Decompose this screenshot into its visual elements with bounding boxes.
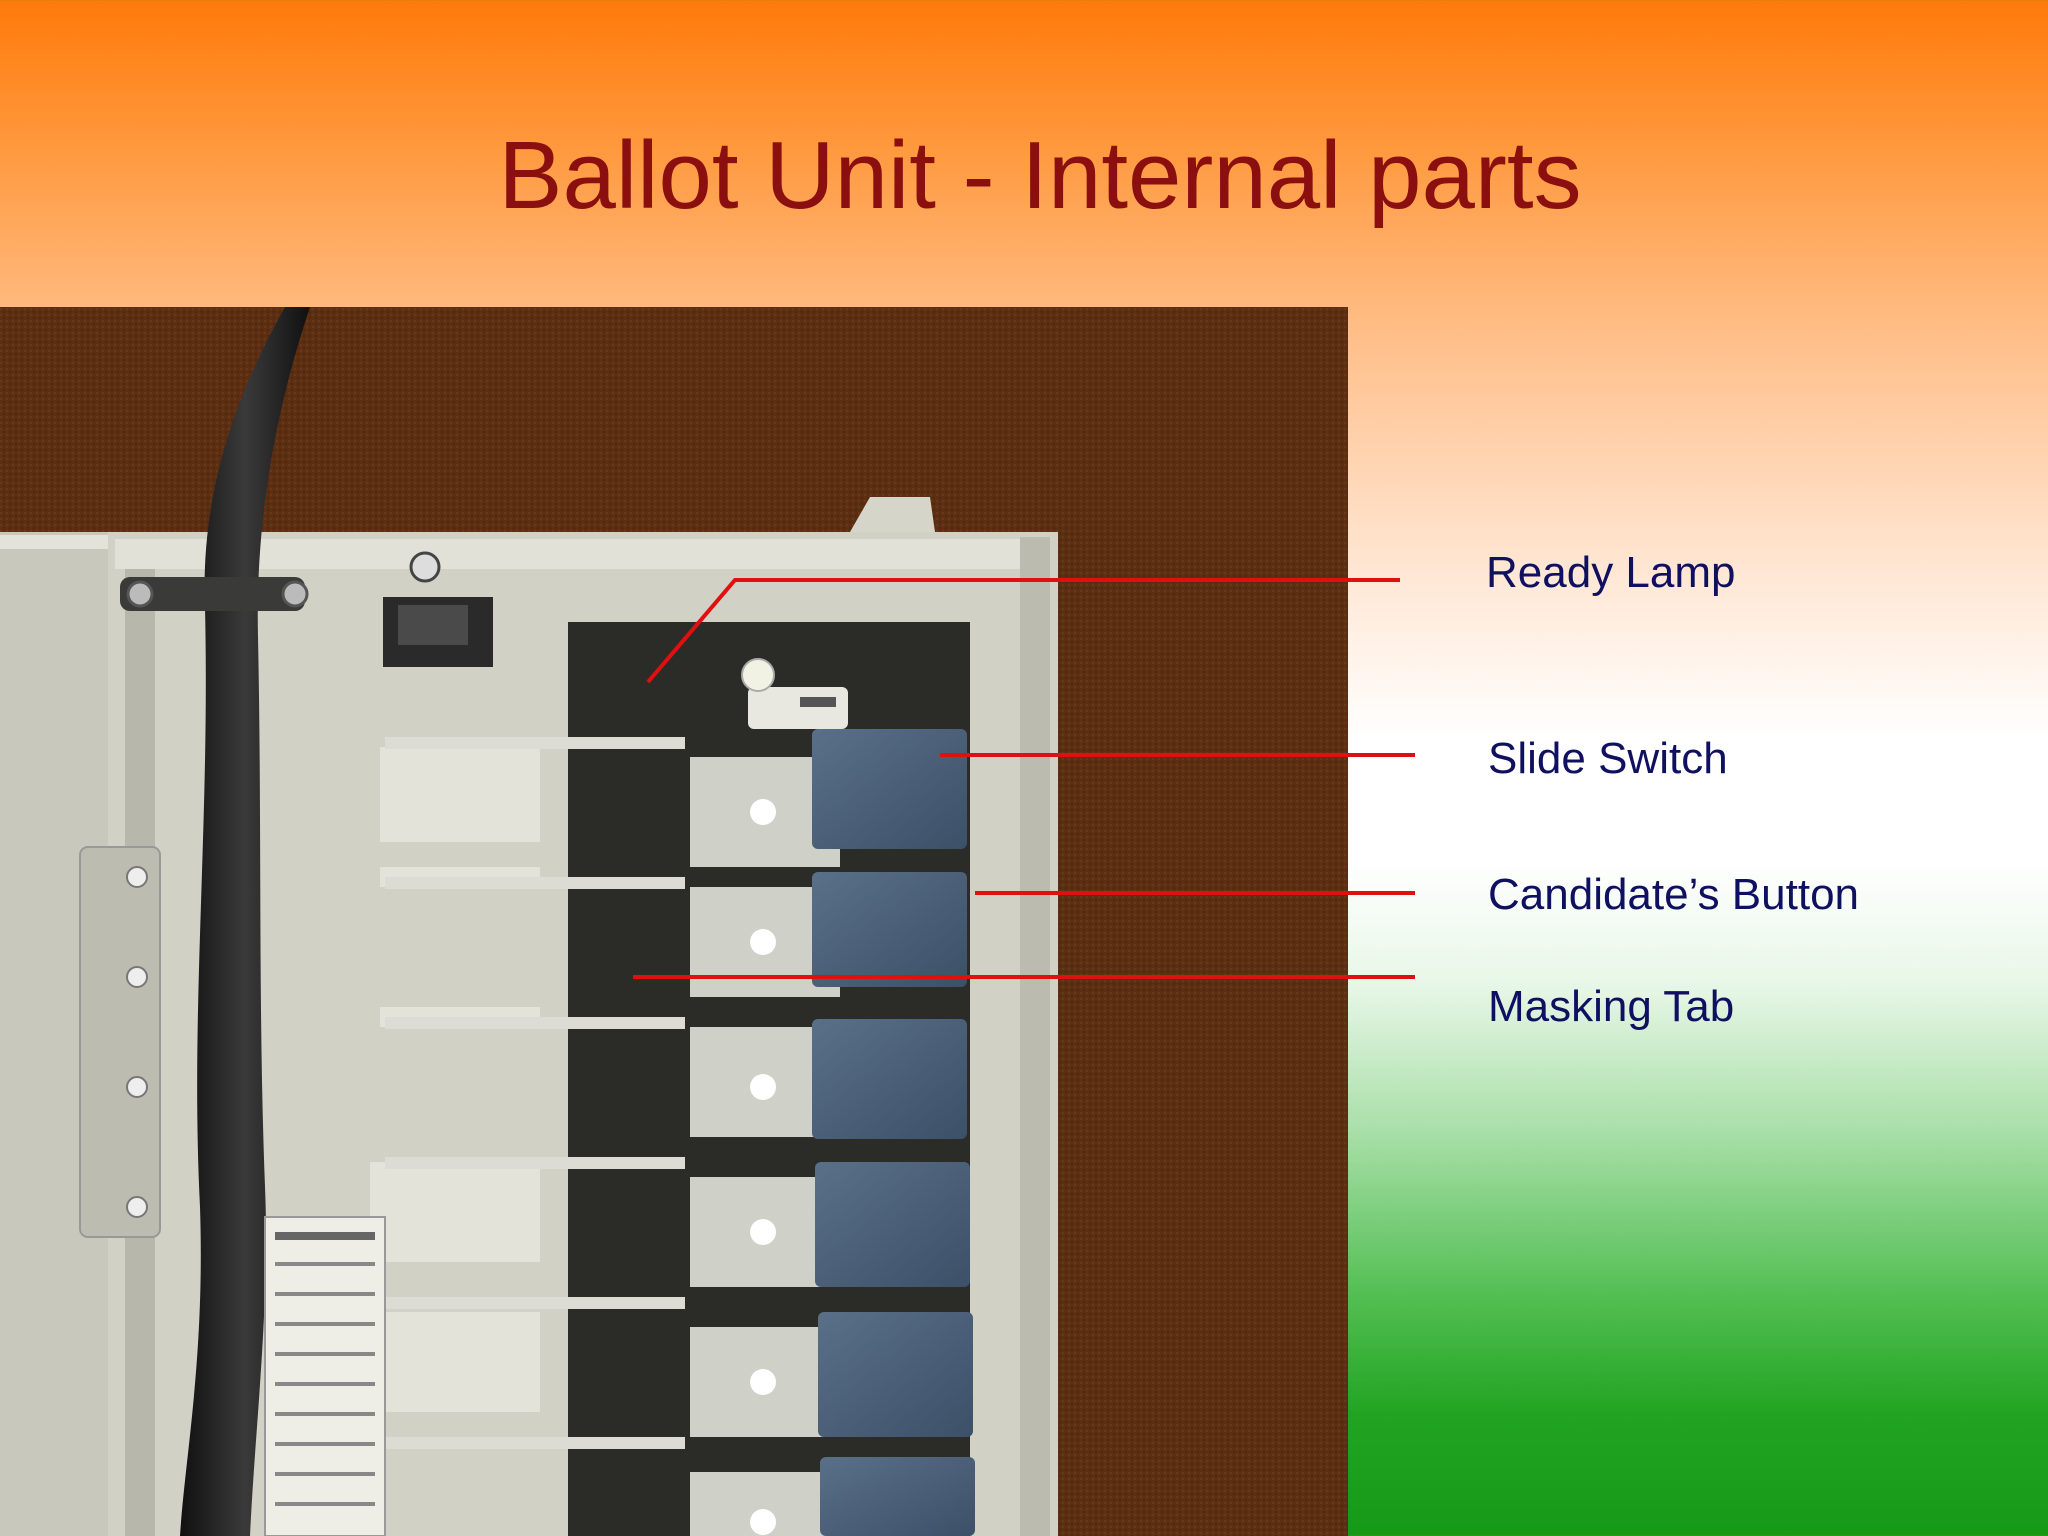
checklist-plate bbox=[264, 1216, 386, 1536]
ballot-unit-photo bbox=[0, 307, 1348, 1536]
hinge bbox=[79, 846, 161, 1238]
candidate-button-label: Candidate’s Button bbox=[1488, 870, 1860, 919]
candidate-rows bbox=[370, 729, 975, 1536]
connector bbox=[383, 551, 493, 667]
masking-tab-label: Masking Tab bbox=[1488, 982, 1735, 1031]
slide-title: Ballot Unit - Internal parts bbox=[498, 122, 1582, 229]
slide-switch-label: Slide Switch bbox=[1488, 734, 1728, 783]
masking-tabs bbox=[385, 737, 685, 1449]
cable bbox=[180, 307, 310, 1536]
ready-lamp-label: Ready Lamp bbox=[1486, 548, 1736, 597]
